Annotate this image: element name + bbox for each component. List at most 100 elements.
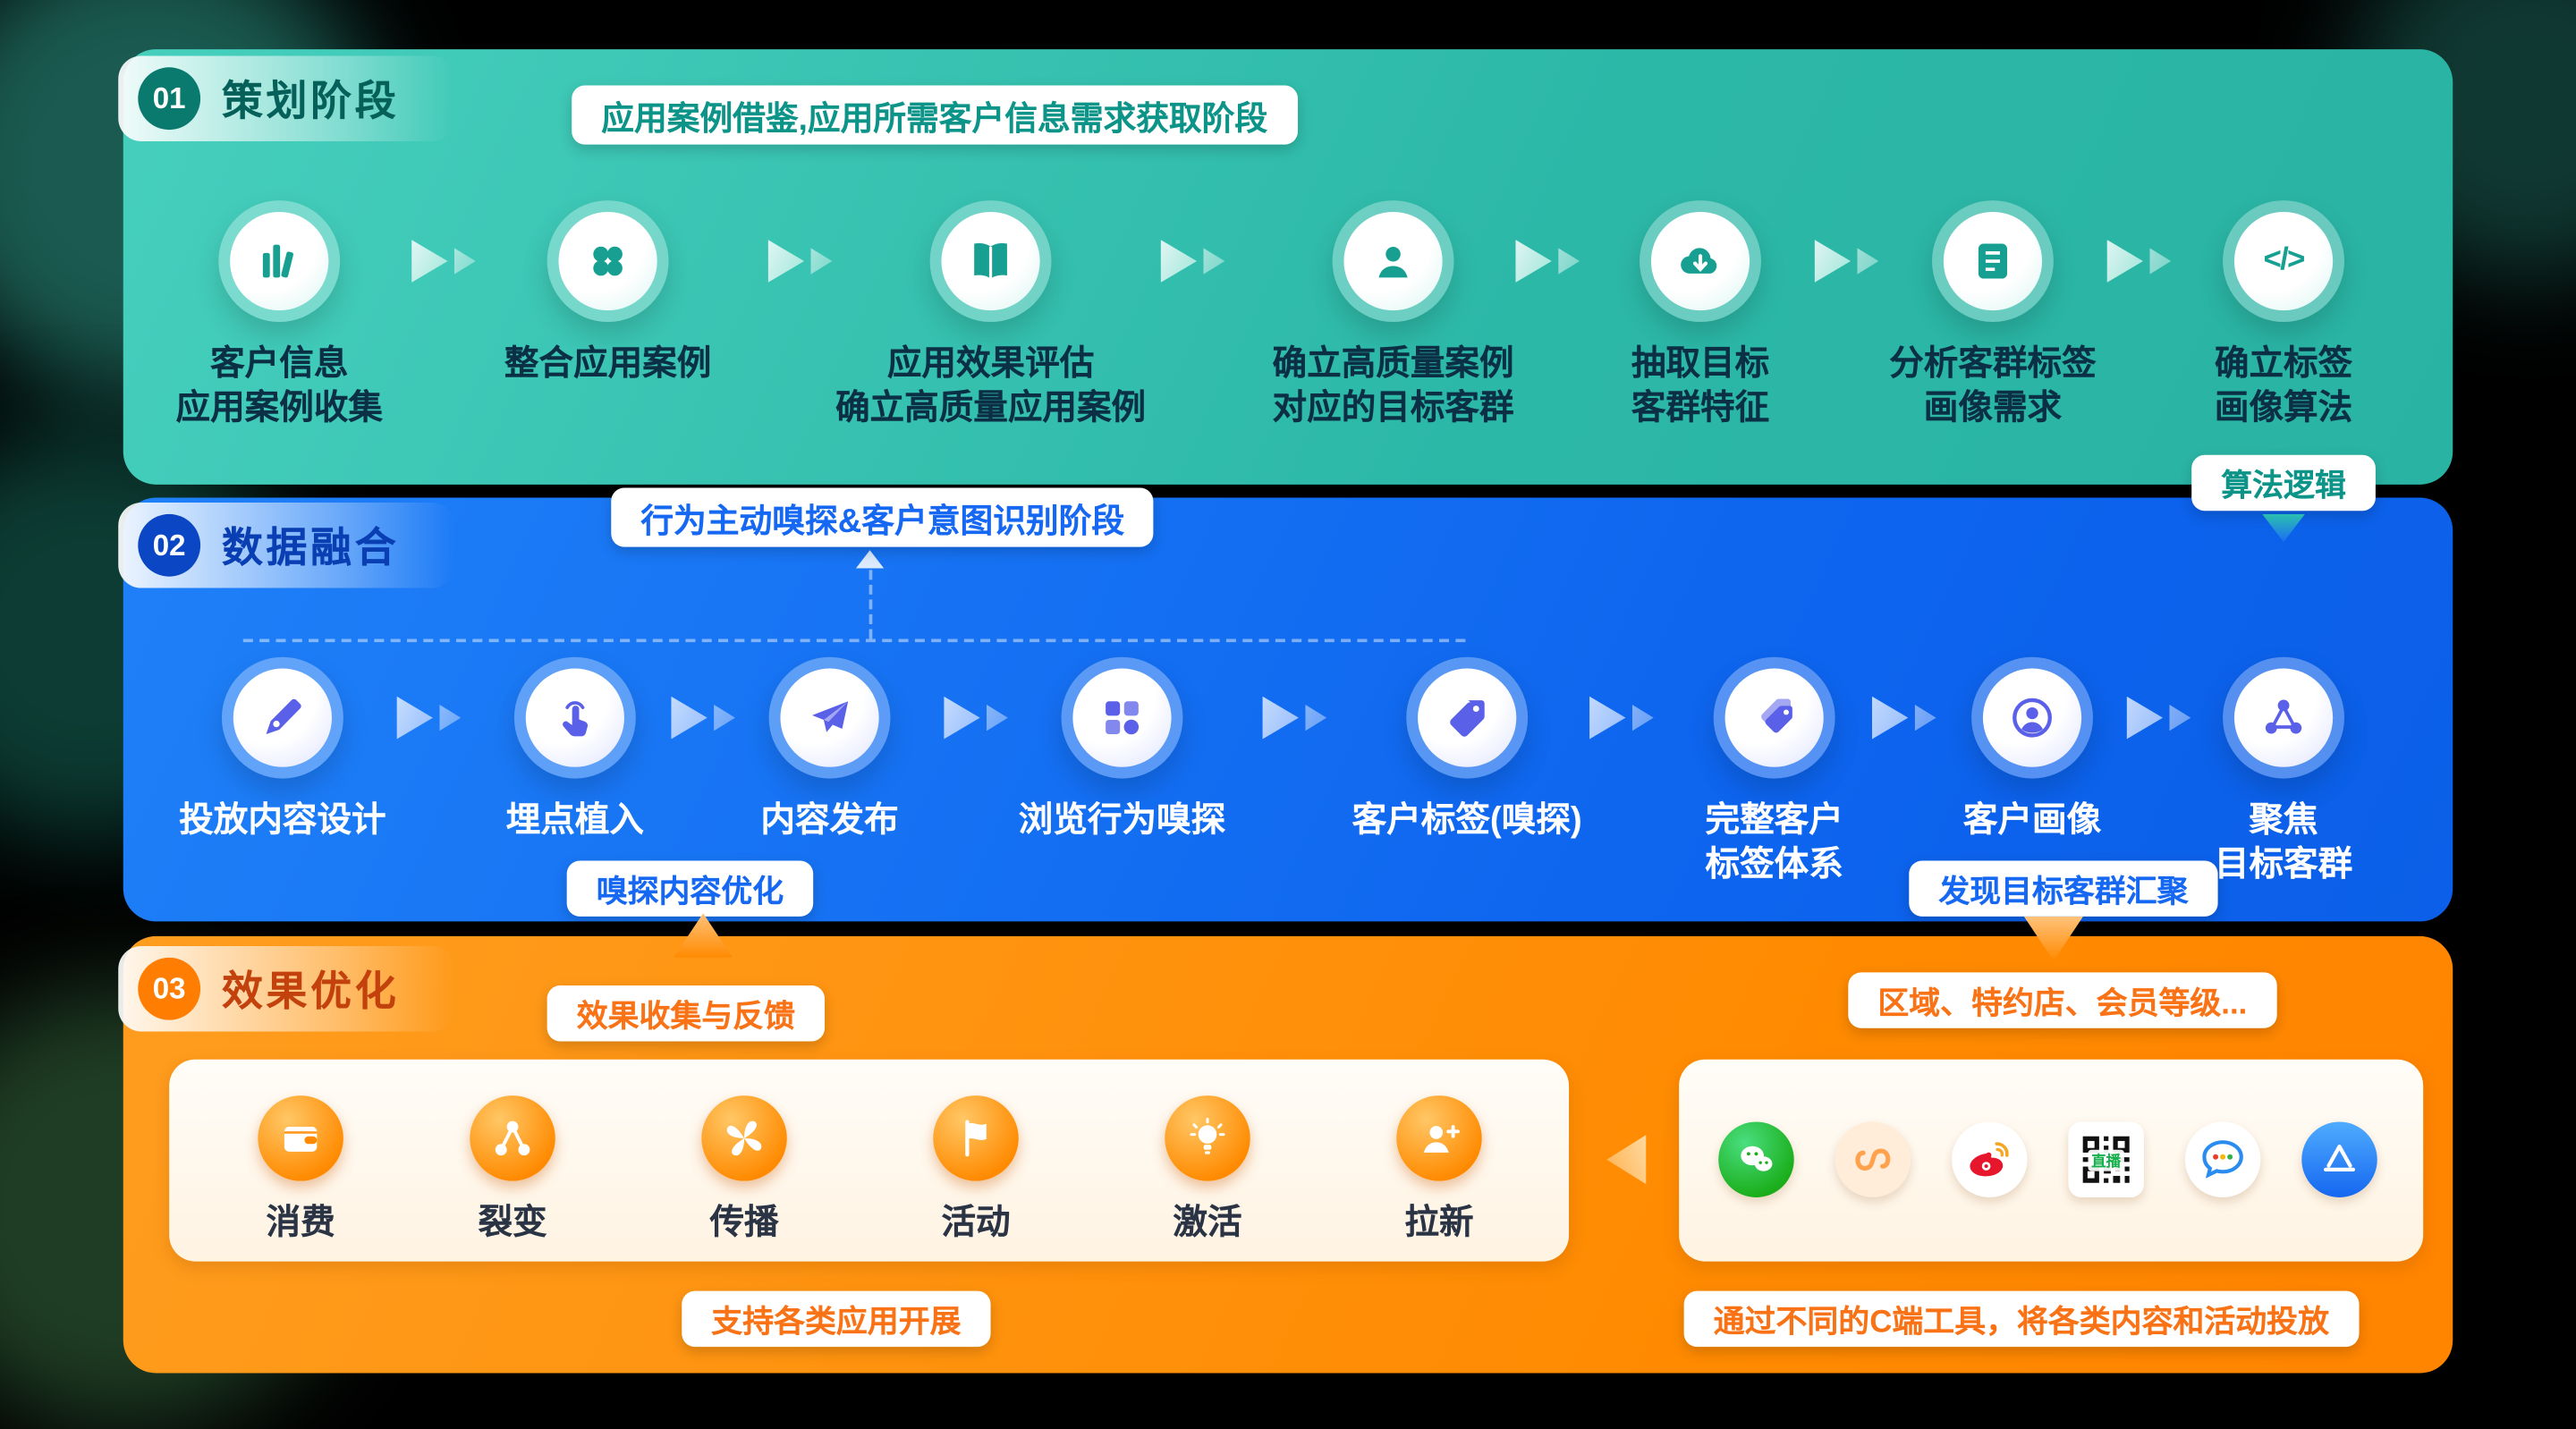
step-analyze-tags: 分析客群标签 画像需求: [1804, 200, 2182, 430]
stage-1-badge: 01 策划阶段: [118, 55, 455, 141]
tags-icon: [1724, 668, 1824, 767]
pen-icon: [233, 668, 333, 767]
arrow-right-icon: [1814, 240, 1879, 283]
target-group-gather-pill: 发现目标客群汇聚: [1909, 860, 2218, 917]
step-label: 确立标签 画像算法: [2214, 344, 2353, 427]
live-qrcode-icon: 直播: [2068, 1121, 2144, 1197]
modules-icon: [558, 211, 657, 311]
step-extract-features: 抽取目标 客群特征: [1512, 200, 1889, 430]
icon-ring: [2223, 656, 2345, 779]
step-label: 确立高质量案例 对应的目标客群: [1272, 344, 1514, 427]
arrow-right-icon: [2106, 240, 2172, 283]
channels-panel: [1679, 1059, 2424, 1262]
arrow-right-icon: [2126, 696, 2191, 740]
icon-ring: [1406, 656, 1529, 779]
cloud-download-icon: [1650, 211, 1750, 311]
step-focus-target-group: 聚焦 目标客群: [2095, 656, 2472, 887]
icon-ring: [513, 656, 636, 779]
icon-ring: [1931, 200, 2054, 322]
step-label: 内容发布: [760, 801, 899, 840]
app-activate: 激活: [1101, 1095, 1315, 1245]
step-customer-tag-sniff: 客户标签(嗅探): [1278, 656, 1656, 843]
stage-1-number: 01: [138, 67, 201, 131]
stage-2-banner-pill: 行为主动嗅探&客户意图识别阶段: [611, 487, 1155, 547]
icon-ring: [1332, 200, 1454, 322]
algorithm-logic-pill: 算法逻辑: [2191, 454, 2376, 512]
step-target-group: 确立高质量案例 对应的目标客群: [1204, 200, 1581, 430]
channels-desc-pill: 通过不同的C端工具，将各类内容和活动投放: [1683, 1290, 2360, 1348]
tap-icon: [525, 668, 624, 767]
arrow-right-icon: [1262, 696, 1327, 740]
step-label: 埋点植入: [505, 801, 644, 840]
stage-2-badge: 02 数据融合: [118, 503, 455, 588]
chat-app-icon: [2184, 1121, 2261, 1197]
video-channel-icon: [1835, 1121, 1911, 1197]
code-icon: </>: [2233, 211, 2334, 311]
wallet-icon: [258, 1095, 343, 1181]
region-pill: 区域、特约店、会员等级...: [1848, 972, 2277, 1028]
icon-ring: [768, 656, 891, 779]
profile-icon: [1982, 668, 2082, 767]
weibo-icon: [1952, 1121, 2028, 1197]
dashed-connector-vertical: [869, 570, 873, 639]
fan-icon: [701, 1095, 787, 1181]
app-fission: 裂变: [406, 1095, 620, 1245]
app-label: 裂变: [478, 1204, 547, 1242]
arrow-right-icon: [767, 240, 833, 283]
sniff-content-optimize-pill: 嗅探内容优化: [566, 860, 814, 917]
arrow-right-icon: [944, 696, 1008, 740]
step-label: 聚焦 目标客群: [2214, 801, 2353, 884]
stage-3-badge: 03 效果优化: [118, 945, 455, 1032]
flag-icon: [933, 1095, 1019, 1181]
step-label: 客户画像: [1962, 801, 2102, 840]
feedback-pill: 效果收集与反馈: [547, 985, 826, 1042]
step-integrate-cases: 整合应用案例: [419, 200, 796, 386]
stage-2-title: 数据融合: [221, 525, 400, 572]
share-icon: [2233, 668, 2334, 767]
stage-1-title: 策划阶段: [221, 79, 400, 125]
qr-live-label: 直播: [2088, 1148, 2124, 1171]
arrow-right-icon: [396, 696, 462, 740]
app-spread: 传播: [638, 1095, 852, 1245]
icon-ring: [218, 200, 341, 322]
icon-ring: [221, 656, 343, 779]
step-tag-algorithm: </> 确立标签 画像算法: [2095, 200, 2472, 430]
split-icon: [470, 1095, 555, 1181]
stage-3-number: 03: [138, 957, 201, 1020]
stage-2-number: 02: [138, 513, 201, 577]
app-activity: 活动: [869, 1095, 1083, 1245]
bulb-icon: [1165, 1095, 1250, 1181]
icon-ring: [1640, 200, 1761, 322]
icon-ring: [547, 200, 669, 322]
tag-icon: [1418, 668, 1517, 767]
icon-ring: [1061, 656, 1183, 779]
wechat-icon: [1718, 1121, 1794, 1197]
icon-ring: [929, 200, 1052, 322]
step-complete-tag-system: 完整客户 标签体系: [1585, 656, 1962, 887]
dashed-connector-horizontal: [242, 638, 1466, 643]
arrow-right-icon: [1515, 240, 1580, 283]
step-customer-profile: 客户画像: [1843, 656, 2221, 843]
step-content-publish: 内容发布: [640, 656, 1018, 843]
adduser-icon: [1396, 1095, 1482, 1181]
app-label: 消费: [266, 1204, 335, 1242]
step-label: 完整客户 标签体系: [1705, 801, 1843, 884]
app-label: 活动: [941, 1204, 1011, 1242]
browse-icon: [1072, 668, 1172, 767]
app-label: 拉新: [1404, 1204, 1474, 1242]
step-content-design: 投放内容设计: [94, 656, 471, 843]
arrow-right-icon: [411, 240, 476, 283]
stage-1-banner-pill: 应用案例借鉴,应用所需客户信息需求获取阶段: [572, 85, 1298, 145]
step-label: 抽取目标 客群特征: [1631, 344, 1770, 427]
document-icon: [1943, 211, 2043, 311]
arrow-right-icon: [671, 696, 735, 740]
books-icon: [230, 211, 329, 311]
step-effect-evaluation: 应用效果评估 确立高质量应用案例: [801, 200, 1179, 430]
icon-ring: </>: [2223, 200, 2345, 322]
icon-ring: [1713, 656, 1835, 779]
step-label: 投放内容设计: [179, 801, 386, 840]
icon-ring: [1971, 656, 2093, 779]
send-icon: [780, 668, 879, 767]
arrow-right-icon: [1589, 696, 1654, 740]
